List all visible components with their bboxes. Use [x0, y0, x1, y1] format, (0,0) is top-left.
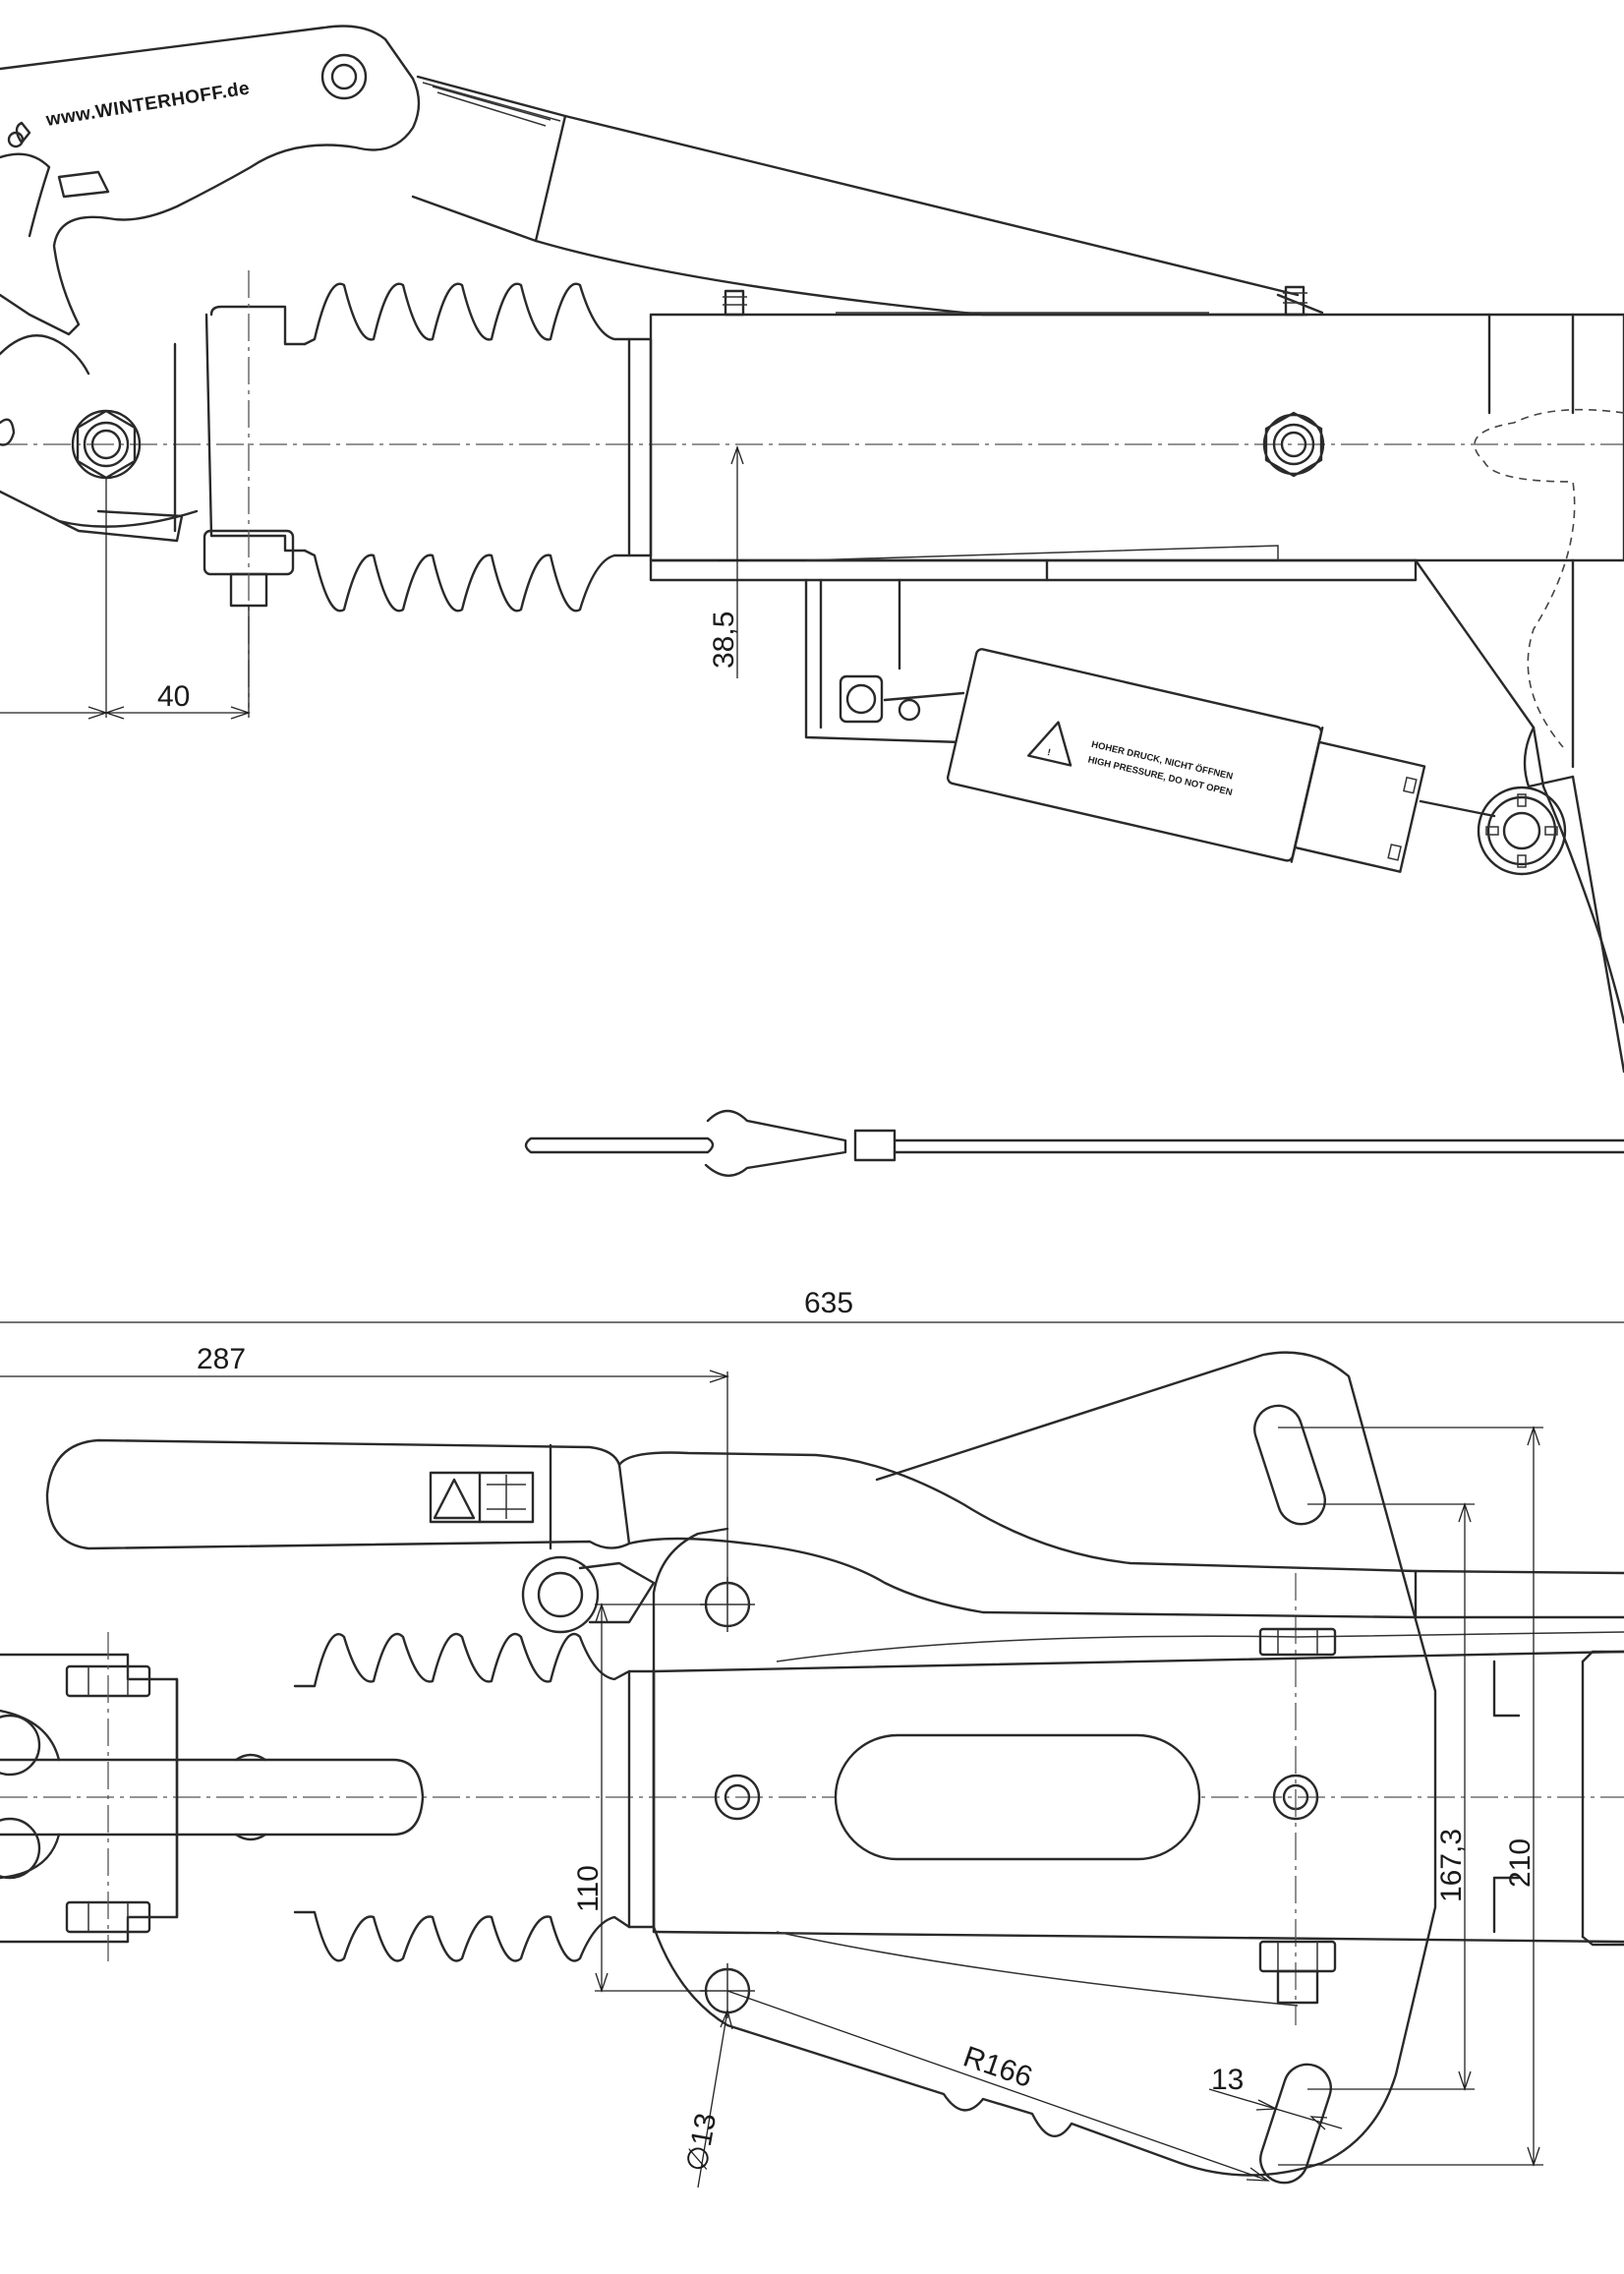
- svg-text:!: !: [1046, 747, 1052, 758]
- dim-210-label: 210: [1504, 1838, 1537, 1888]
- shock-eye: [1477, 786, 1567, 876]
- bolt-left: [714, 1774, 761, 1821]
- nut-top: [1258, 1627, 1337, 1657]
- warning-triangle: [1026, 721, 1073, 767]
- coupling-head: [0, 334, 199, 543]
- dim-167-3: 167,3: [1307, 1501, 1475, 2092]
- dim-110: 110: [572, 1602, 708, 1994]
- dim-167-3-label: 167,3: [1435, 1829, 1468, 1902]
- dim-40-label: 40: [157, 680, 190, 713]
- lever-top: [45, 1438, 1624, 1634]
- dim-40: 40: [0, 478, 252, 720]
- brand-text: www.WINTERHOFF.de: [44, 78, 252, 131]
- slot-housing: [834, 1733, 1201, 1861]
- rubber-bellows: [303, 282, 653, 612]
- dim-635-label: 635: [804, 1287, 853, 1319]
- dim-hole-diameter: ∅13: [680, 2008, 733, 2188]
- shock-bolt-circle: [1262, 413, 1325, 476]
- main-housing: [649, 285, 1624, 1074]
- shock-absorber: ! HOHER DRUCK, NICHT ÖFFNEN HIGH PRESSUR…: [804, 578, 1567, 876]
- dim-635: 635: [0, 1287, 1624, 1323]
- link-eye: [521, 1555, 600, 1634]
- dim-slot-width-label: 13: [1211, 2064, 1244, 2096]
- dim-38-5: 38,5: [708, 445, 747, 678]
- front-block: [173, 270, 307, 708]
- dim-slot-width: 13: [1208, 2064, 1343, 2130]
- dim-287: 287: [0, 1343, 730, 1604]
- breakaway-cable: [524, 1109, 1624, 1177]
- warning-decal-top: [429, 1471, 535, 1524]
- dim-r166: R166: [726, 1990, 1271, 2182]
- slot-top: [1253, 1404, 1326, 1526]
- housing-rails: [652, 1573, 1624, 2025]
- bolt-right: [1272, 1774, 1319, 1821]
- dim-38-5-label: 38,5: [708, 612, 740, 669]
- nut-bottom: [1258, 1940, 1337, 1973]
- top-view: 635 287: [0, 1287, 1624, 2188]
- side-view: www.WINTERHOFF.de: [0, 25, 1624, 1177]
- coupling-front-top: [0, 1632, 425, 1961]
- dim-110-label: 110: [572, 1865, 605, 1912]
- slot-bottom: [1259, 2063, 1332, 2185]
- lever-pivot-circle: [320, 53, 368, 100]
- bellows-top: [293, 1632, 656, 1962]
- dim-210: 210: [1278, 1425, 1543, 2168]
- dim-hole-diameter-label: ∅13: [680, 2111, 723, 2174]
- handbrake-lever: www.WINTERHOFF.de: [0, 25, 1324, 336]
- dim-287-label: 287: [197, 1343, 246, 1375]
